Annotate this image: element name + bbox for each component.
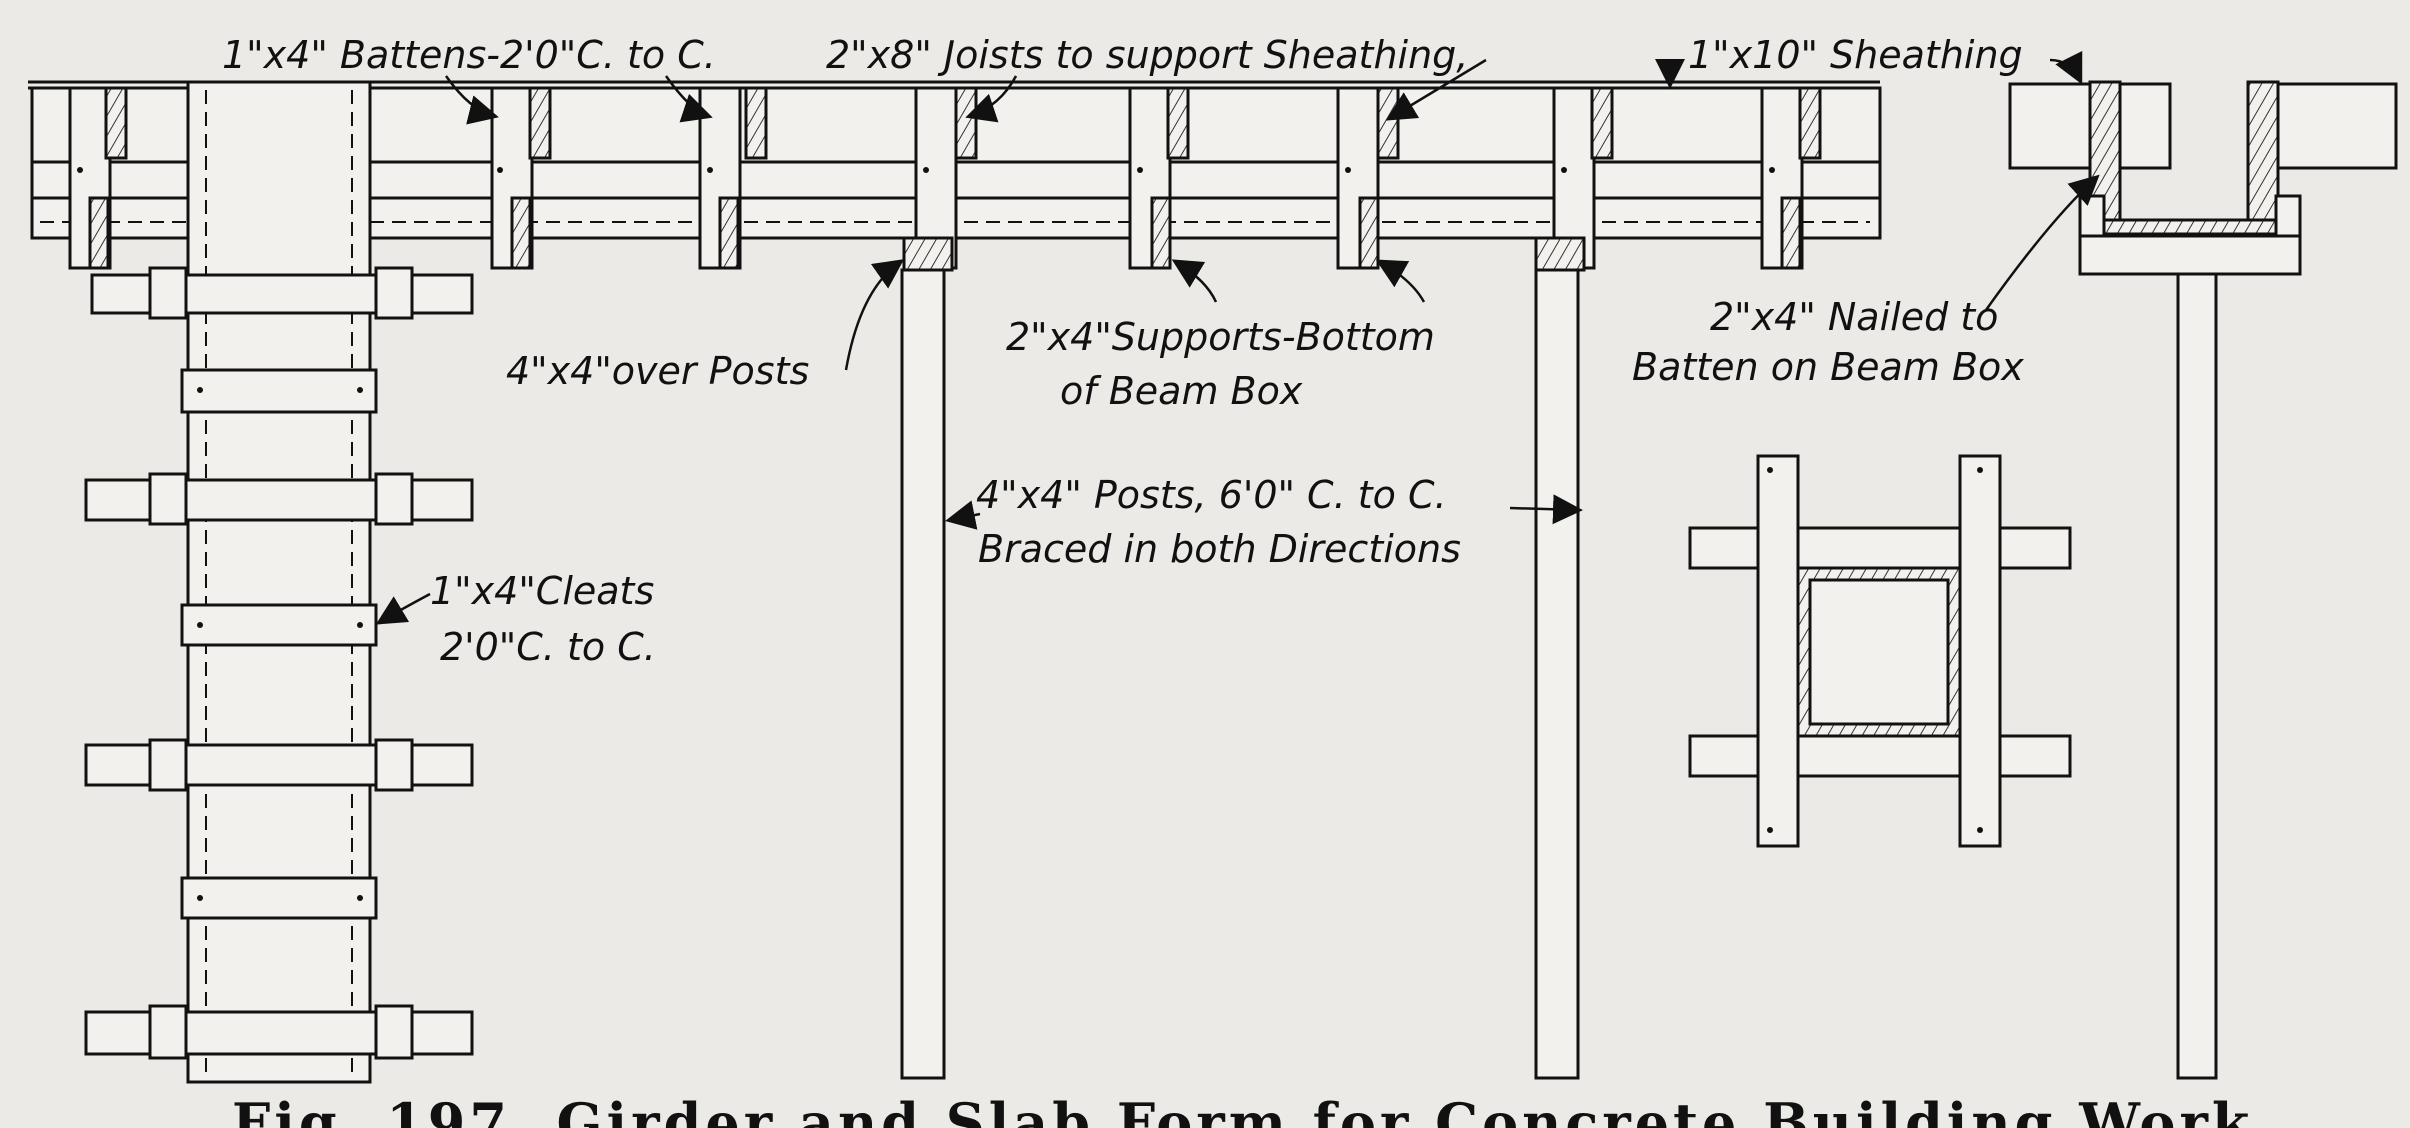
label-over-posts: 4"x4"over Posts: [506, 349, 809, 393]
leader-arrows: [375, 50, 2100, 625]
slab-right: [2264, 82, 2398, 170]
label-battens: 1"x4" Battens-2'0"C. to C.: [222, 33, 716, 77]
column-cleats: [84, 266, 474, 1060]
label-cleats-2: 2'0"C. to C.: [440, 625, 656, 669]
column-form-body: [186, 80, 372, 1084]
nail-marks: [77, 167, 1983, 901]
beam-box-section: [2008, 80, 2398, 1080]
post-cap-1: [902, 236, 954, 272]
post-3: [2176, 272, 2218, 1080]
column-form-elevation: [84, 80, 474, 1084]
label-nailed-1: 2"x4" Nailed to: [1710, 295, 1998, 339]
post-1: [900, 268, 946, 1080]
label-supports-1: 2"x4"Supports-Bottom: [1006, 315, 1435, 359]
figure-caption: Fig. 197. Girder and Slab Form for Concr…: [232, 1091, 2276, 1128]
label-posts-2: Braced in both Directions: [978, 527, 1461, 571]
beam-box-supports: [88, 196, 1802, 270]
label-posts-1: 4"x4" Posts, 6'0" C. to C.: [976, 473, 1447, 517]
post-2: [1534, 268, 1580, 1080]
label-sheathing: 1"x10" Sheathing: [1688, 33, 2023, 77]
label-joists: 2"x8" Joists to support Sheathing,: [826, 33, 1468, 77]
label-cleats-1: 1"x4"Cleats: [430, 569, 654, 613]
beam-box-bottom: [2078, 234, 2302, 276]
post-cap-2: [1534, 236, 1586, 272]
label-supports-2: of Beam Box: [1060, 369, 1303, 413]
column-plan-view: [1688, 454, 2072, 848]
label-nailed-2: Batten on Beam Box: [1632, 345, 2024, 389]
